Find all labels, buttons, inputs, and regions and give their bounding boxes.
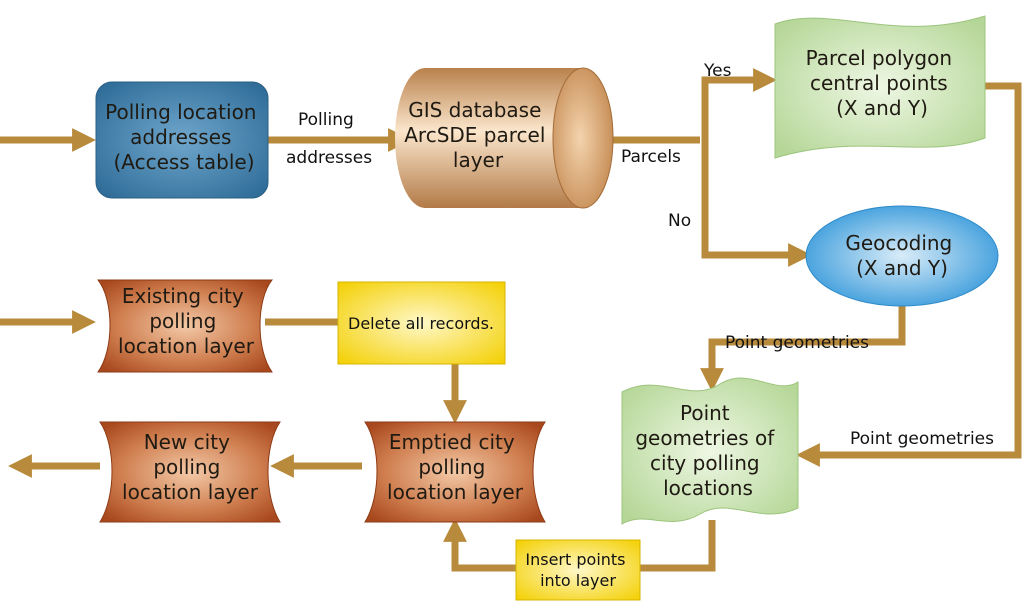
arrow-no-to-geocoding [701, 140, 812, 267]
node-point-geom-line-3: city polling [650, 451, 760, 475]
note-delete-line-1: Delete all records. [348, 314, 494, 333]
edge-labels: Polling addresses Parcels Yes No Point g… [286, 61, 994, 449]
svg-text:Emptied city polling: Emptied city polling location layer [387, 430, 524, 504]
note-delete-records: Delete all records. [337, 281, 506, 365]
node-gis-line-1: GIS database [408, 98, 541, 122]
node-point-geom-line-4: locations [663, 476, 753, 500]
node-new-line-3: location layer [122, 480, 259, 504]
svg-text:New city polling l: New city polling location layer [122, 430, 259, 504]
node-emptied-line-1: Emptied city [389, 430, 515, 454]
node-polling-addresses-line-2: addresses [130, 125, 231, 149]
svg-text:Parcel polygon central p: Parcel polygon central points (X and Y) [806, 46, 959, 120]
svg-text:Polling location address: Polling location addresses (Access table… [105, 100, 263, 174]
arrow-insert-to-emptied [443, 518, 516, 572]
note-insert-line-1: Insert points [525, 550, 625, 569]
svg-text:Delete all records.: Delete all records. [348, 314, 494, 333]
label-parcels: Parcels [621, 147, 681, 167]
label-addresses: addresses [286, 148, 372, 168]
connectors [0, 68, 1022, 572]
node-geocoding-line-1: Geocoding [845, 231, 952, 255]
note-insert-line-2: into layer [540, 571, 616, 590]
svg-text:Point geometries of: Point geometries of city polling locatio… [635, 401, 780, 500]
label-polling: Polling [298, 110, 354, 130]
arrow-yes-to-parcel [701, 68, 777, 140]
node-point-geom-line-2: geometries of [635, 426, 775, 450]
node-gis-database: GIS database ArcSDE parcel layer [395, 67, 614, 209]
node-geocoding: Geocoding (X and Y) [805, 205, 999, 307]
node-emptied-line-3: location layer [387, 480, 524, 504]
arrow-geocoding-to-point-geom [700, 306, 906, 392]
node-point-geom-line-1: Point [680, 401, 730, 425]
svg-text:Insert points into layer: Insert points into layer [525, 550, 630, 590]
node-new-line-2: polling [153, 455, 220, 479]
node-existing-line-2: polling [149, 309, 216, 333]
node-polling-addresses: Polling location addresses (Access table… [95, 81, 269, 199]
node-new-layer: New city polling location layer [99, 421, 281, 523]
node-emptied-line-2: polling [418, 455, 485, 479]
label-no: No [668, 211, 691, 231]
node-polling-addresses-line-1: Polling location [105, 100, 256, 124]
svg-text:GIS database ArcSDE parc: GIS database ArcSDE parcel layer [404, 98, 552, 172]
node-new-line-1: New city [144, 430, 230, 454]
node-point-geometries: Point geometries of city polling locatio… [621, 377, 799, 525]
node-existing-line-1: Existing city [122, 284, 244, 308]
label-point-geometries-2: Point geometries [850, 429, 994, 449]
node-parcel-line-2: central points [810, 71, 948, 95]
label-yes: Yes [703, 61, 732, 81]
node-existing-line-3: location layer [118, 334, 255, 358]
arrow-point-geom-to-insert [640, 520, 716, 572]
node-parcel-points: Parcel polygon central points (X and Y) [774, 15, 986, 159]
node-geocoding-line-2: (X and Y) [856, 256, 948, 280]
node-parcel-line-3: (X and Y) [836, 96, 928, 120]
node-emptied-layer: Emptied city polling location layer [364, 421, 546, 523]
node-polling-addresses-line-3: (Access table) [113, 150, 254, 174]
node-existing-layer: Existing city polling location layer [96, 279, 274, 373]
svg-text:Geocoding (X and Y): Geocoding (X and Y) [845, 231, 958, 280]
note-insert-points: Insert points into layer [515, 539, 641, 601]
label-point-geometries-1: Point geometries [725, 333, 869, 353]
arrow-parcel-to-point-geom [796, 82, 1022, 467]
node-parcel-line-1: Parcel polygon [806, 46, 952, 70]
node-gis-line-3: layer [453, 148, 504, 172]
node-gis-line-2: ArcSDE parcel [404, 123, 545, 147]
svg-text:Existing city polling: Existing city polling location layer [118, 284, 255, 358]
